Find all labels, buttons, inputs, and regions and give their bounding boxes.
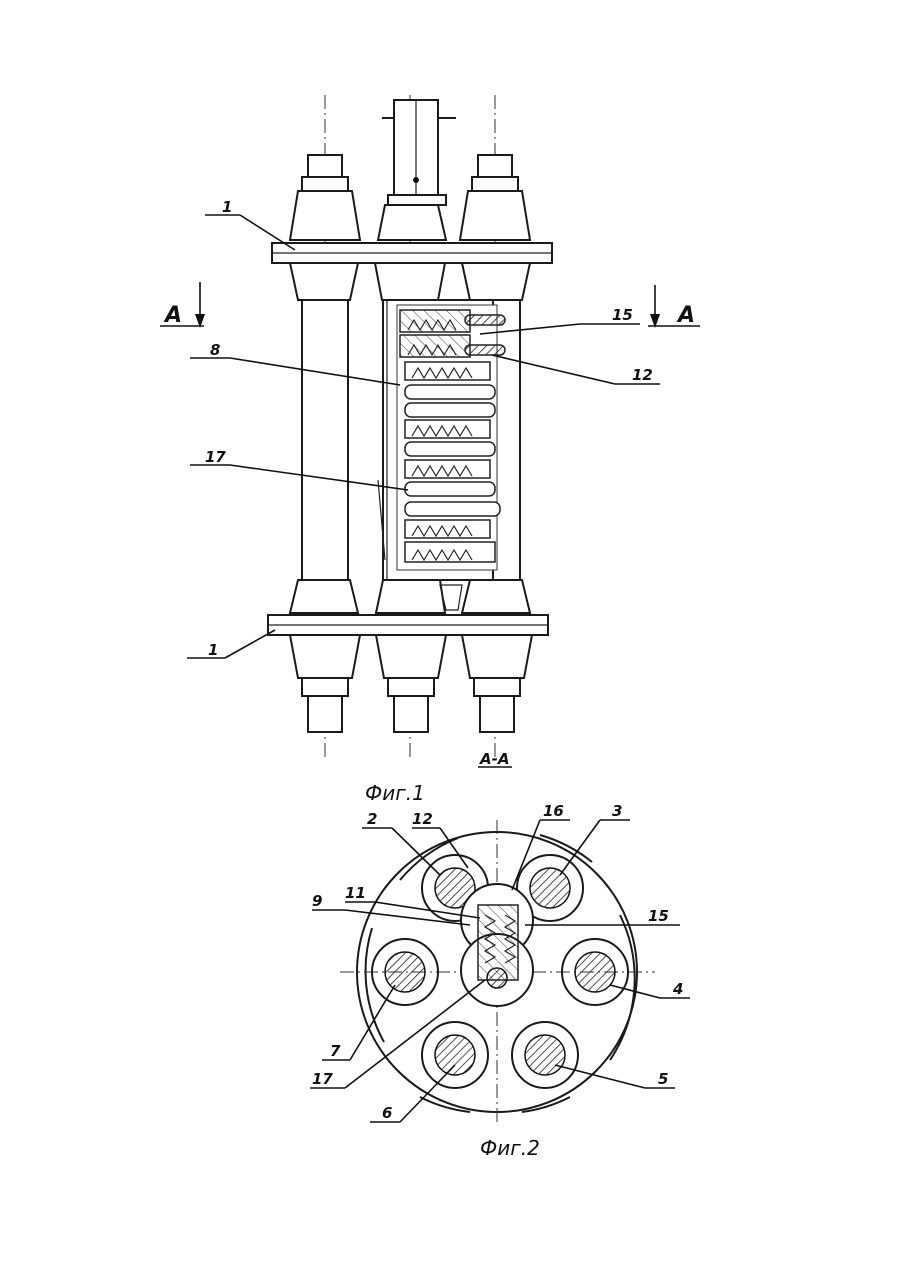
figure-1: 1 8 17 15 12 1 А А А-А Фиг.1 <box>160 95 700 805</box>
figure-1-caption: Фиг.1 <box>365 781 425 805</box>
figure-2-caption: Фиг.2 <box>480 1136 540 1160</box>
fig2-label-9: 9 <box>312 892 322 910</box>
drive-shaft <box>382 100 456 205</box>
top-shoulders <box>290 263 530 300</box>
label-8: 8 <box>210 341 220 359</box>
section-mark: А-А <box>479 750 509 768</box>
lower-shoulders <box>290 580 530 613</box>
fig2-label-3: 3 <box>612 802 622 820</box>
fig2-label-17: 17 <box>312 1070 333 1088</box>
lower-rod-ends <box>290 635 532 732</box>
section-letter-left: А <box>163 303 182 328</box>
fig2-label-15: 15 <box>648 907 669 925</box>
fig2-label-11: 11 <box>345 884 366 902</box>
central-mechanism <box>461 884 533 1006</box>
section-letter-right: А <box>676 303 695 328</box>
disk-stack <box>397 305 505 570</box>
figure-2: 2 12 16 3 9 11 15 4 7 17 6 5 Фиг.2 <box>310 802 690 1160</box>
label-17: 17 <box>205 448 226 466</box>
label-1-top: 1 <box>222 198 232 216</box>
fig2-label-16: 16 <box>543 802 564 820</box>
fig2-label-7: 7 <box>330 1042 341 1060</box>
fig2-label-5: 5 <box>658 1070 668 1088</box>
label-1-bottom: 1 <box>208 641 218 659</box>
fig2-label-6: 6 <box>382 1104 392 1122</box>
label-15: 15 <box>612 306 633 324</box>
fig2-label-2: 2 <box>367 810 377 828</box>
label-12: 12 <box>632 366 653 384</box>
fig2-label-4: 4 <box>672 980 683 998</box>
fig2-label-12: 12 <box>412 810 433 828</box>
